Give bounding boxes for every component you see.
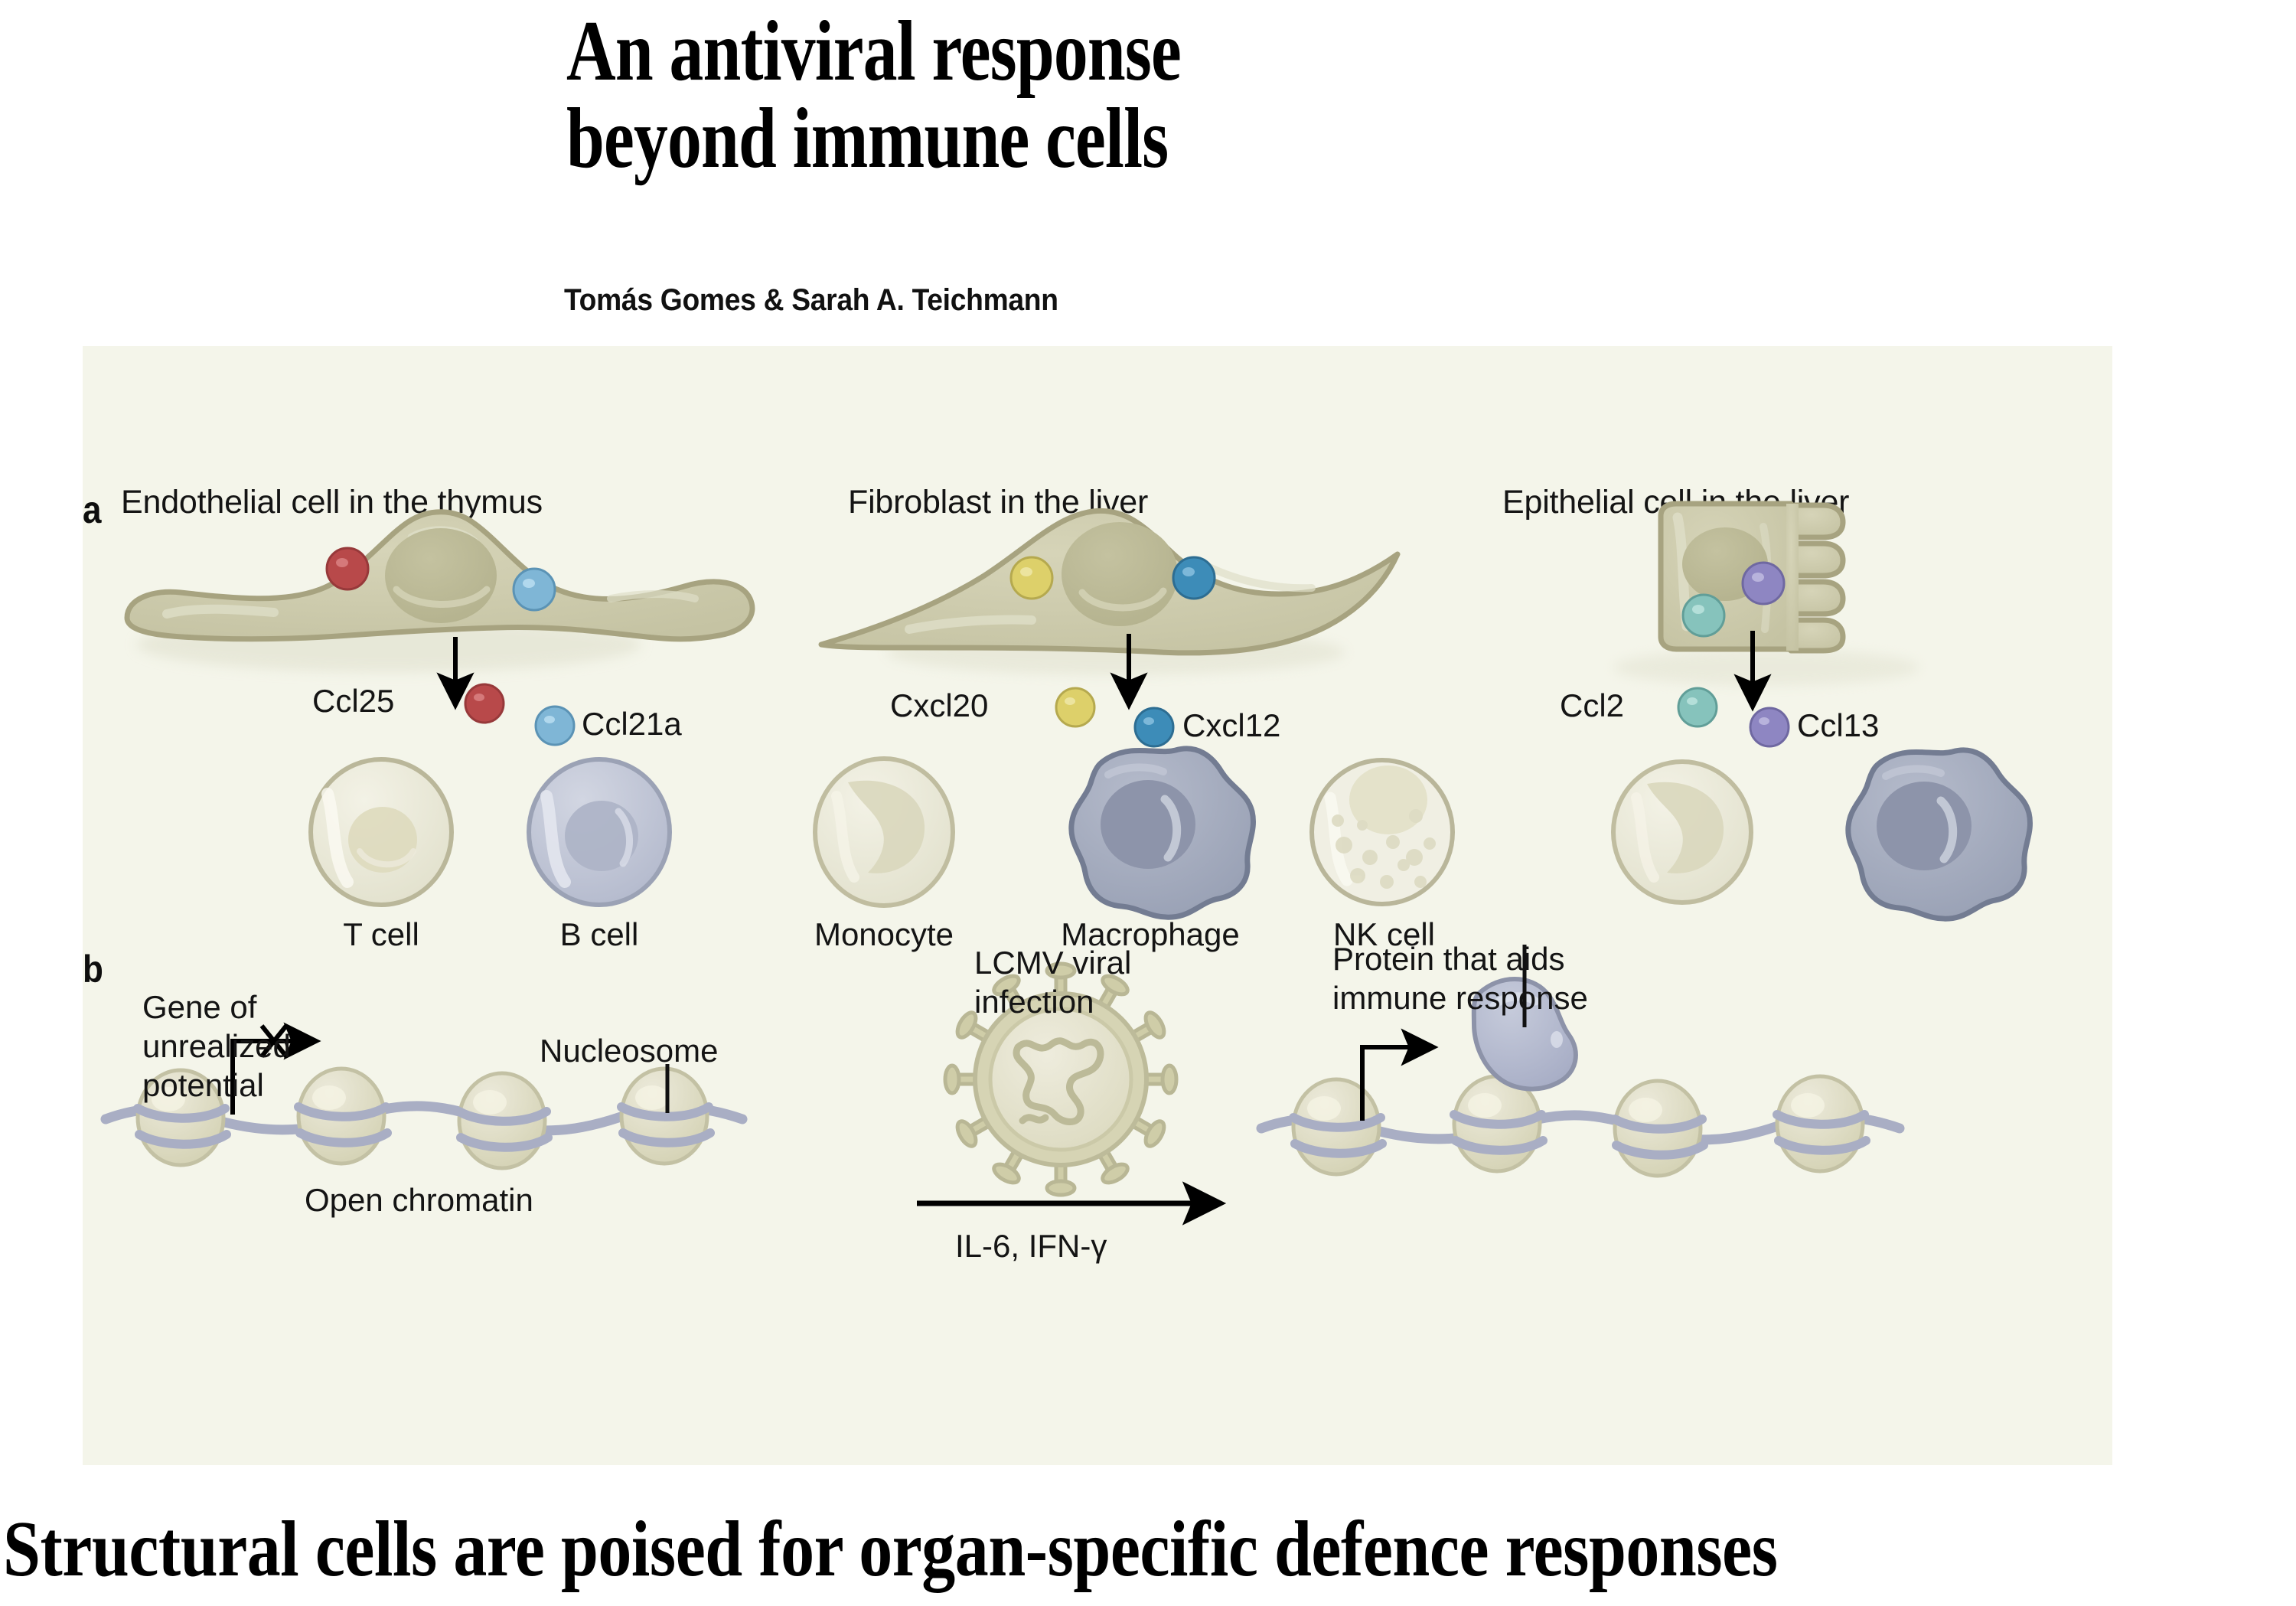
panel-b-letter: b (83, 948, 103, 991)
cell-label-b-cell: B cell (559, 916, 639, 952)
column-title-fibroblast: Fibroblast in the liver (848, 484, 1149, 521)
gene-label-line-1: Gene of (142, 989, 257, 1025)
column-title-epithelial: Epithelial cell in the liver (1502, 484, 1850, 521)
nucleosome (617, 1066, 715, 1166)
headline-line-2: beyond immune cells (566, 91, 1169, 187)
gene-label-line-2: unrealized (142, 1028, 291, 1065)
nucleosome (1773, 1074, 1870, 1173)
chemokine-label-cxcl12: Cxcl12 (1182, 707, 1281, 743)
chemokine-label-ccl25: Ccl25 (312, 683, 395, 719)
epithelial-chemokine-dots (1677, 687, 1790, 748)
active-transcription-arrow (1360, 1028, 1439, 1121)
monocyte-illustration (813, 756, 955, 908)
bottom-caption: Structural cells are poised for organ-sp… (3, 1505, 1778, 1593)
cell-label-t-cell: T cell (343, 916, 419, 952)
nk-cell-illustration (1309, 758, 1455, 906)
cell-label-macrophage: Macrophage (1061, 916, 1240, 952)
nucleosome (1610, 1079, 1708, 1178)
nucleosome (455, 1071, 553, 1170)
gene-label-line-3: potential (142, 1067, 264, 1104)
figure-panel: a b Endothelial cell in the thymus Fibro… (83, 346, 2112, 1465)
endothelial-cell-illustration (124, 509, 755, 710)
open-chromatin-label: Open chromatin (305, 1182, 533, 1218)
t-cell-illustration (308, 757, 454, 907)
chemokine-label-ccl13: Ccl13 (1797, 707, 1880, 743)
nucleosome (1450, 1074, 1548, 1173)
fibroblast-cell-illustration (818, 508, 1401, 710)
epithelial-cell-illustration (1613, 501, 1919, 712)
protein-label-line-2: immune response (1332, 980, 1588, 1017)
page-title: An antiviral response beyond immune cell… (566, 8, 1546, 187)
macrophage-illustration-unlabeled (1845, 747, 2033, 922)
lcmv-title: LCMV viral infection (974, 943, 1227, 1021)
macrophage-illustration (1068, 746, 1256, 920)
b-cell-illustration (527, 757, 672, 907)
cell-label-nk-cell: NK cell (1332, 916, 1436, 952)
gene-label: Gene of unrealized potential (142, 987, 448, 1105)
headline-line-1: An antiviral response (566, 4, 1182, 99)
nucleosome (1289, 1077, 1387, 1177)
cytokine-arrow-label: IL-6, IFN-γ (955, 1228, 1107, 1264)
chemokine-label-cxcl20: Cxcl20 (890, 687, 989, 723)
fibroblast-chemokine-dots (1055, 687, 1175, 748)
byline: Tomás Gomes & Sarah A. Teichmann (564, 283, 1058, 317)
panel-a-letter: a (83, 488, 102, 531)
cell-label-monocyte: Monocyte (814, 916, 954, 952)
lcmv-title-line-2: infection (974, 984, 1094, 1020)
chemokine-label-ccl2: Ccl2 (1560, 687, 1625, 723)
endothelial-chemokine-dots (464, 683, 576, 746)
monocyte-illustration-unlabeled (1611, 759, 1753, 905)
chemokine-label-ccl21a: Ccl21a (582, 706, 682, 742)
protein-label-line-1: Protein that aids (1332, 941, 1565, 977)
nucleosome-label: Nucleosome (540, 1033, 719, 1069)
lcmv-title-line-1: LCMV viral (974, 945, 1132, 981)
protein-label: Protein that aids immune response (1332, 939, 1730, 1017)
column-title-endothelial: Endothelial cell in the thymus (121, 484, 543, 521)
